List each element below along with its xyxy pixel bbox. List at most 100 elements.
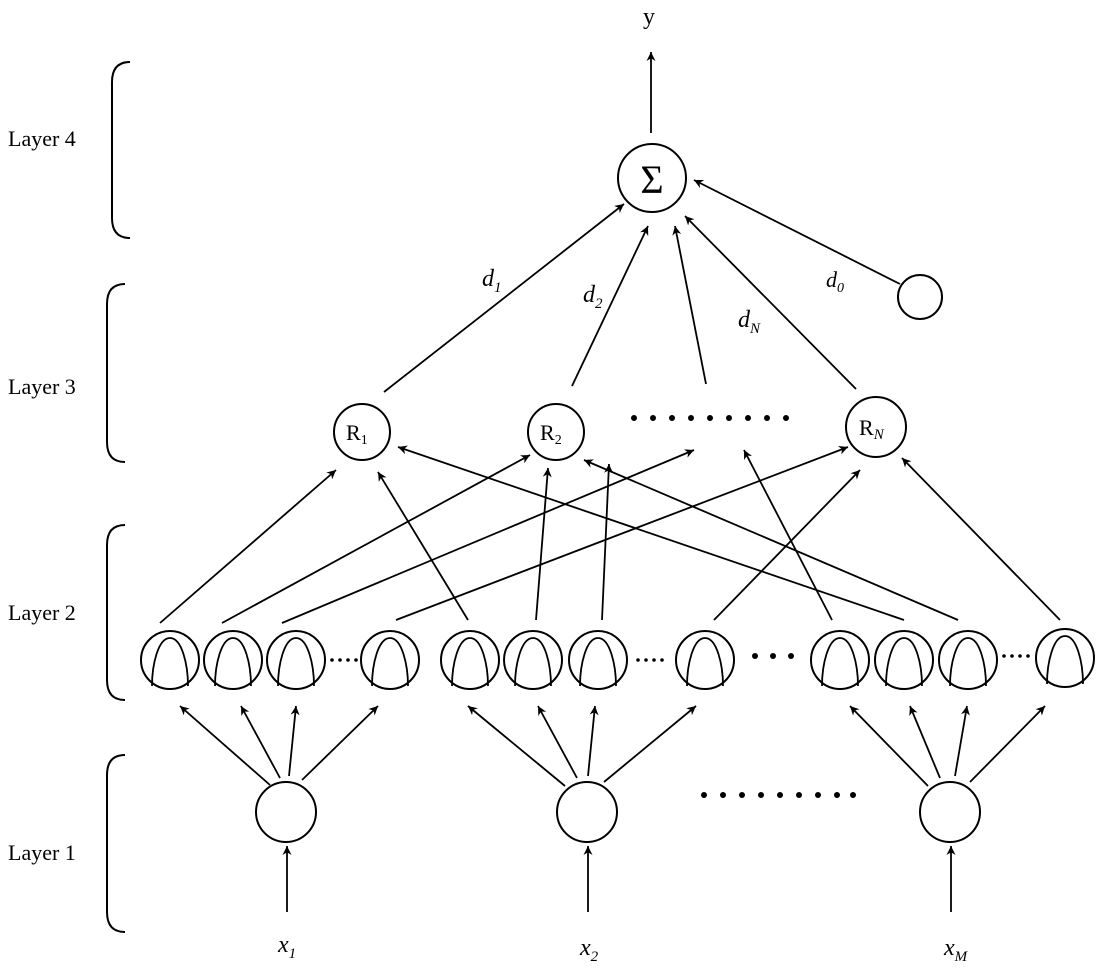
input-label-xm: xM [943, 935, 969, 965]
rule-label-rn: RN [859, 415, 885, 443]
edge-x1-mf2 [240, 705, 281, 779]
ellipsis-dot [1002, 654, 1006, 658]
ellipsis-dot [669, 415, 675, 421]
edge-x1-mf1 [179, 705, 271, 786]
gaussian-icon [277, 637, 315, 687]
layer4-label: Layer 4 [8, 126, 76, 151]
edge-mf12-rn [901, 457, 1061, 621]
ellipsis-dot [777, 792, 783, 798]
ellipsis-dot [707, 415, 713, 421]
mf-node [568, 630, 628, 690]
mf-ellipsis [330, 658, 358, 662]
edge-xm-mf12 [969, 705, 1046, 783]
gaussian-icon [686, 637, 724, 687]
layer3-label: Layer 3 [8, 374, 76, 399]
ellipsis-dot [346, 658, 350, 662]
ellipsis-dot [739, 792, 745, 798]
ellipsis-dot [1010, 654, 1014, 658]
mf-ellipsis [752, 653, 794, 659]
ellipsis-dot [644, 658, 648, 662]
edge-xm-mf10 [909, 705, 941, 779]
mf-node-circle [360, 630, 420, 690]
layer-braces [106, 61, 131, 933]
mf-node-circle [140, 630, 200, 690]
mf-node-circle [675, 630, 735, 690]
ellipsis-dot [330, 658, 334, 662]
ellipsis-dot [726, 415, 732, 421]
ellipsis-dot [745, 415, 751, 421]
input-label-x2: x2 [579, 935, 599, 965]
gaussian-icon [514, 637, 552, 687]
mf-node [140, 630, 200, 690]
ellipsis-dot [688, 415, 694, 421]
mf-node-circle [568, 630, 628, 690]
gaussian-icon [579, 637, 617, 687]
ellipsis-dot [652, 658, 656, 662]
bias-node [897, 274, 943, 320]
gaussian-icon [1046, 635, 1084, 685]
weight-d2: d2 [583, 282, 603, 312]
mf-node [874, 630, 934, 690]
rule-node-r1 [333, 403, 391, 461]
edge-mf2-r2 [221, 454, 531, 624]
input-label-x1: x1 [277, 932, 296, 962]
mf-node-circle [266, 630, 326, 690]
mf-node [938, 630, 998, 690]
ellipsis-dot [354, 658, 358, 662]
mf-node-circle [938, 630, 998, 690]
ellipsis-dot [660, 658, 664, 662]
ellipsis-dot [720, 792, 726, 798]
gaussian-icon [949, 637, 987, 687]
mf-node-circle [503, 630, 563, 690]
mf-node [675, 630, 735, 690]
edge-x2-mf6 [537, 705, 578, 779]
layer1-ellipsis [701, 792, 856, 798]
input-node-xm [919, 781, 981, 843]
edge-x2-mf5 [467, 705, 566, 787]
edge-mf4-rn [395, 446, 849, 621]
mf-node [1035, 628, 1095, 688]
edge-x2-mf7 [587, 705, 599, 777]
mf-node-circle [1035, 628, 1095, 688]
gaussian-icon [151, 637, 189, 687]
ellipsis-dot [636, 658, 640, 662]
weight-d0: d0 [826, 267, 844, 296]
edge-dots-sum [672, 225, 707, 385]
edge-mf7-r2 [601, 463, 614, 621]
gaussian-icon [821, 637, 859, 687]
rule-edges [159, 445, 1061, 624]
edge-mf9-dots [743, 449, 833, 621]
mf-node-circle [203, 630, 263, 690]
gaussian-icon [214, 637, 252, 687]
input-node-x2 [556, 781, 618, 843]
layer3-brace [106, 283, 126, 463]
ellipsis-dot [752, 653, 758, 659]
edge-x1-mf4 [301, 705, 379, 781]
edge-mf1-r1 [159, 469, 337, 624]
edge-mf6-r2 [535, 467, 552, 621]
ellipsis-dot [631, 415, 637, 421]
gaussian-icon [885, 637, 923, 687]
ellipsis-dot [1026, 654, 1030, 658]
edge-mf3-dots [281, 449, 695, 624]
ellipsis-dot [788, 653, 794, 659]
edge-mf10-r1 [397, 445, 905, 621]
edge-bias-sum [693, 179, 901, 285]
ellipsis-dot [796, 792, 802, 798]
ellipsis-dot [815, 792, 821, 798]
layer4-brace [111, 61, 131, 239]
mf-node [810, 630, 870, 690]
edge-mf5-r1 [377, 471, 469, 621]
edge-r1-sum [383, 203, 625, 393]
ellipsis-dot [650, 415, 656, 421]
mf-node [203, 630, 263, 690]
edge-mf8-rn [713, 469, 861, 621]
mf-node-circle [810, 630, 870, 690]
ellipsis-dot [758, 792, 764, 798]
mf-ellipsis [636, 658, 664, 662]
layer3-ellipsis [631, 415, 789, 421]
input-edges [179, 705, 1046, 787]
rule-node-rn [845, 396, 907, 458]
gaussian-icon [371, 637, 409, 687]
